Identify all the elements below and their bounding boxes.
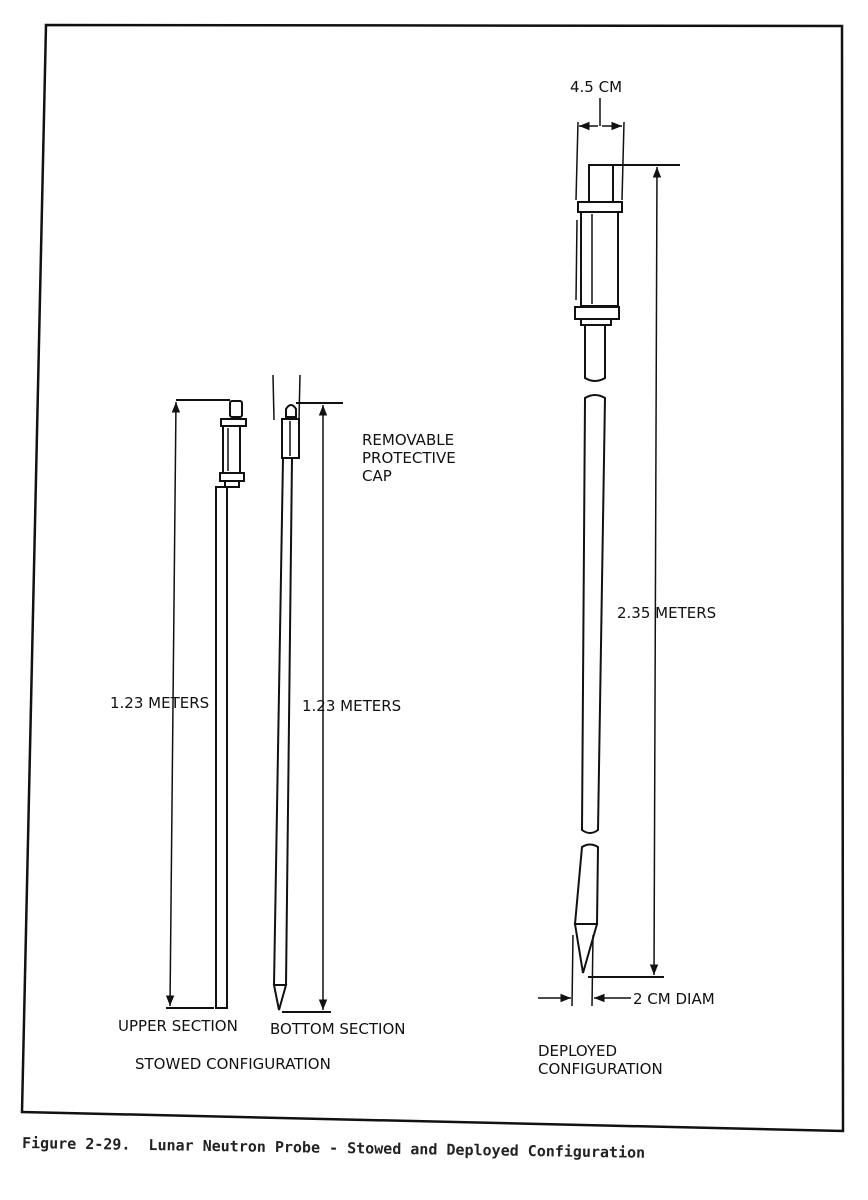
bottom-length-label: 1.23 METERS [302,697,401,715]
cap-label-line2: PROTECTIVE [362,449,456,467]
diameter-label: 2 CM DIAM [633,990,715,1008]
figure-frame [20,23,845,1133]
figure-caption: Figure 2-29. Lunar Neutron Probe - Stowe… [22,1134,645,1162]
width-label: 4.5 CM [570,78,622,96]
width-dimension [575,98,625,201]
length-dimension [588,164,680,978]
cap-label-line3: CAP [362,467,392,485]
deployed-probe [571,164,623,1007]
upper-section-label: UPPER SECTION [118,1017,238,1035]
bottom-length-dimension [282,402,343,1013]
stowed-configuration-label: STOWED CONFIGURATION [135,1055,331,1073]
bottom-section-label: BOTTOM SECTION [270,1020,406,1038]
cap-label-line1: REMOVABLE [362,431,454,449]
upper-length-label: 1.23 METERS [110,694,209,712]
deployed-label-line1: DEPLOYED [538,1042,617,1060]
length-label: 2.35 METERS [617,604,716,622]
deployed-label-line2: CONFIGURATION [538,1060,663,1078]
upper-length-dimension [165,399,230,1009]
upper-section-probe [215,400,247,1009]
bottom-section-probe [272,374,301,1011]
